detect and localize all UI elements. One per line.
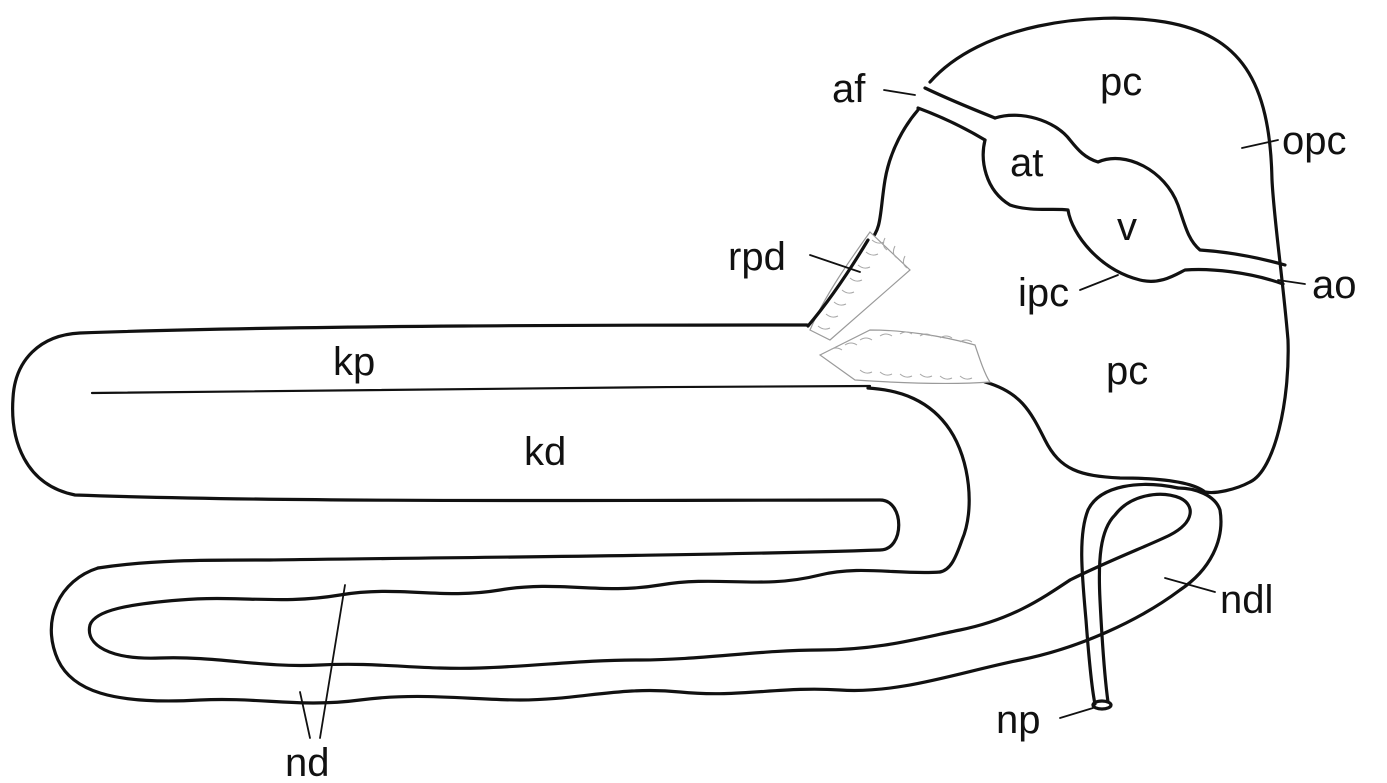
renopericardial-duct-lower	[820, 330, 990, 383]
label-af: af	[832, 67, 866, 111]
label-kd: kd	[524, 430, 566, 474]
label-ndl: ndl	[1220, 578, 1273, 622]
label-ao: ao	[1312, 263, 1357, 307]
label-pc-bottom: pc	[1106, 349, 1148, 393]
kidney-distal-right-wall	[868, 388, 969, 572]
label-kp: kp	[333, 340, 375, 384]
leader-lines	[300, 90, 1305, 738]
nephridial-duct-loop-outer	[1082, 484, 1178, 704]
pericardium-front-wall	[870, 110, 918, 240]
nephridial-duct-loop	[1070, 494, 1190, 702]
nephridial-duct-inner	[89, 570, 1070, 668]
kidney-outline	[13, 325, 899, 568]
label-np: np	[996, 698, 1041, 742]
afferent-vessel-lower	[918, 108, 985, 140]
label-rpd: rpd	[728, 235, 786, 279]
label-ipc: ipc	[1018, 271, 1069, 315]
label-v: v	[1117, 205, 1137, 249]
label-opc: opc	[1282, 119, 1347, 163]
atrium-ventricle-outline	[995, 115, 1285, 265]
kidney-proximal-distal-divider	[92, 386, 870, 393]
label-nd: nd	[285, 741, 330, 783]
renopericardial-duct-upper	[810, 232, 910, 340]
label-at: at	[1010, 141, 1043, 185]
label-pc-top: pc	[1100, 60, 1142, 104]
